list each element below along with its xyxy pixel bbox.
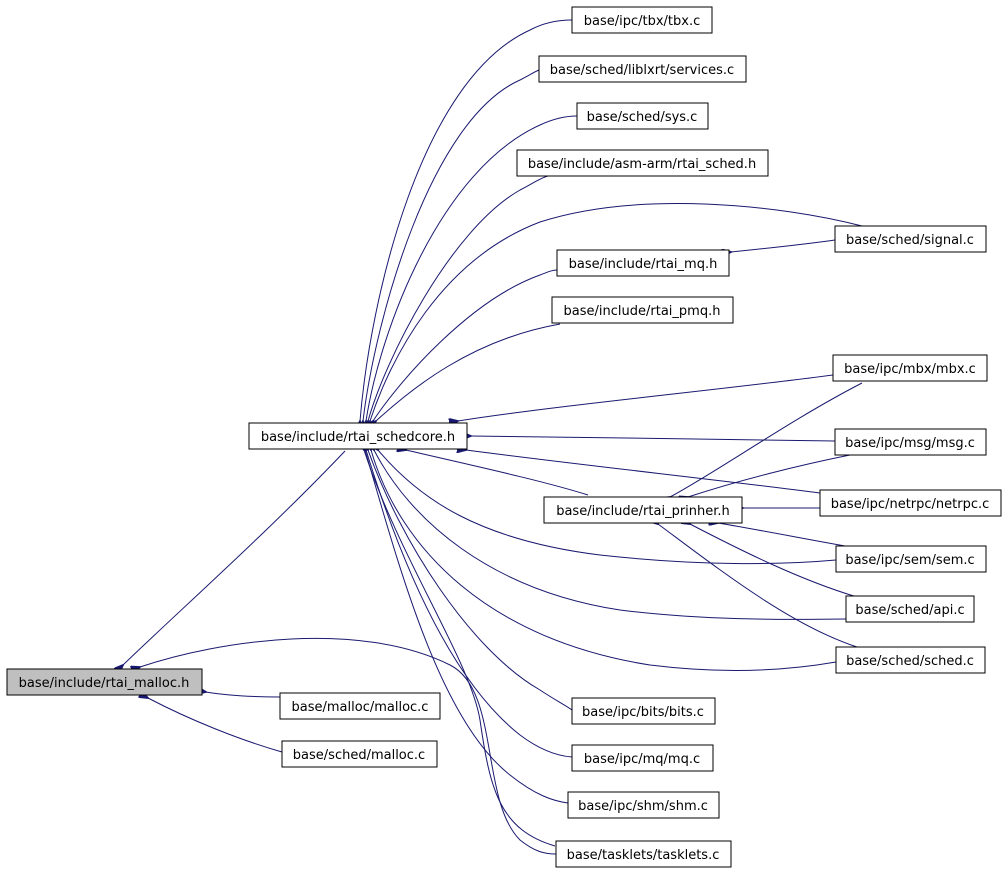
node-label: base/ipc/mbx/mbx.c <box>844 362 976 377</box>
node-label: base/sched/api.c <box>855 603 964 618</box>
node-sys-c[interactable]: base/sched/sys.c <box>576 102 709 130</box>
edge-mqc-to-schedcore <box>366 450 573 758</box>
node-mq-c[interactable]: base/ipc/mq/mq.c <box>571 744 714 772</box>
node-rtai-schedcore-h[interactable]: base/include/rtai_schedcore.h <box>248 422 468 450</box>
edge-msg-to-schedcore <box>471 436 836 442</box>
edge-sys-to-schedcore <box>366 115 578 421</box>
node-tbx-c[interactable]: base/ipc/tbx/tbx.c <box>571 6 713 34</box>
node-label: base/sched/liblxrt/services.c <box>550 63 734 78</box>
node-netrpc-c[interactable]: base/ipc/netrpc/netrpc.c <box>819 489 1002 517</box>
edge-services-to-schedcore <box>363 69 540 421</box>
nodes: base/include/rtai_malloc.h base/include/… <box>6 6 1002 868</box>
node-label: base/ipc/sem/sem.c <box>845 553 974 568</box>
node-rtai-mq-h[interactable]: base/include/rtai_mq.h <box>556 249 730 277</box>
node-label: base/tasklets/tasklets.c <box>567 848 720 863</box>
edges <box>123 19 863 855</box>
edge-msg-to-prinher <box>688 454 851 497</box>
edge-netrpc-to-schedcore <box>466 450 821 494</box>
edge-sched-to-schedcore <box>371 450 837 672</box>
edge-tasklets-to-schedcore <box>364 450 556 847</box>
node-label: base/malloc/malloc.c <box>292 700 429 715</box>
node-signal-c[interactable]: base/sched/signal.c <box>834 225 987 253</box>
edge-prinher-to-schedcore <box>406 450 589 496</box>
node-label: base/include/rtai_prinher.h <box>556 504 730 519</box>
node-mbx-c[interactable]: base/ipc/mbx/mbx.c <box>832 354 988 382</box>
edge-api-to-schedcore <box>374 450 847 620</box>
edge-sem-to-prinher <box>718 523 846 547</box>
node-sem-c[interactable]: base/ipc/sem/sem.c <box>835 545 987 573</box>
node-label: base/ipc/shm/shm.c <box>578 799 708 814</box>
node-label: base/include/rtai_schedcore.h <box>261 430 455 445</box>
node-bits-c[interactable]: base/ipc/bits/bits.c <box>571 697 716 725</box>
edge-signal-to-mq-h <box>731 239 836 252</box>
edge-sched-malloc-c-to-malloc <box>148 698 283 753</box>
node-label: base/sched/malloc.c <box>293 748 425 763</box>
node-asm-arm-rtai-sched-h[interactable]: base/include/asm-arm/rtai_sched.h <box>516 149 769 177</box>
node-services-c[interactable]: base/sched/liblxrt/services.c <box>538 55 747 83</box>
node-label: base/ipc/mq/mq.c <box>584 752 700 767</box>
node-malloc-malloc-c[interactable]: base/malloc/malloc.c <box>279 692 441 720</box>
edge-asmarm-to-schedcore <box>368 175 549 421</box>
node-rtai-pmq-h[interactable]: base/include/rtai_pmq.h <box>551 296 734 324</box>
node-rtai-prinher-h[interactable]: base/include/rtai_prinher.h <box>543 496 743 524</box>
edge-signal-to-schedcore <box>370 203 863 421</box>
edge-shm-to-schedcore <box>365 450 569 804</box>
edge-api-to-prinher <box>690 524 858 598</box>
edge-pmq-h-to-schedcore <box>376 323 561 421</box>
node-api-c[interactable]: base/sched/api.c <box>845 595 975 623</box>
node-label: base/ipc/bits/bits.c <box>582 705 704 720</box>
edge-sem-to-schedcore <box>378 450 837 565</box>
edge-tbx-to-schedcore <box>360 19 573 421</box>
edge-tasklets-to-malloc <box>140 637 557 855</box>
edge-bits-to-schedcore <box>368 450 573 711</box>
edge-mq-h-to-schedcore <box>373 269 558 421</box>
node-tasklets-c[interactable]: base/tasklets/tasklets.c <box>555 840 732 868</box>
node-label: base/include/rtai_pmq.h <box>564 304 721 319</box>
node-sched-c[interactable]: base/sched/sched.c <box>835 646 986 674</box>
edge-sched-to-prinher <box>658 524 858 648</box>
node-rtai-malloc-h[interactable]: base/include/rtai_malloc.h <box>6 668 203 696</box>
node-label: base/ipc/netrpc/netrpc.c <box>831 497 990 512</box>
edge-mbx-to-prinher <box>670 382 863 497</box>
node-label: base/ipc/msg/msg.c <box>845 436 975 451</box>
node-label: base/sched/sched.c <box>846 654 974 669</box>
node-sched-malloc-c[interactable]: base/sched/malloc.c <box>281 740 438 768</box>
edge-schedcore-to-malloc <box>123 450 346 665</box>
node-shm-c[interactable]: base/ipc/shm/shm.c <box>567 791 720 819</box>
node-label: base/sched/sys.c <box>587 110 698 125</box>
node-label: base/include/asm-arm/rtai_sched.h <box>528 157 756 172</box>
edge-mbx-to-schedcore <box>458 374 834 421</box>
node-label: base/sched/signal.c <box>846 233 974 248</box>
edge-malloc-c-to-malloc <box>206 692 281 698</box>
node-label: base/include/rtai_mq.h <box>569 257 718 272</box>
node-label: base/ipc/tbx/tbx.c <box>584 14 701 29</box>
node-msg-c[interactable]: base/ipc/msg/msg.c <box>834 428 987 456</box>
node-label: base/include/rtai_malloc.h <box>19 676 190 691</box>
